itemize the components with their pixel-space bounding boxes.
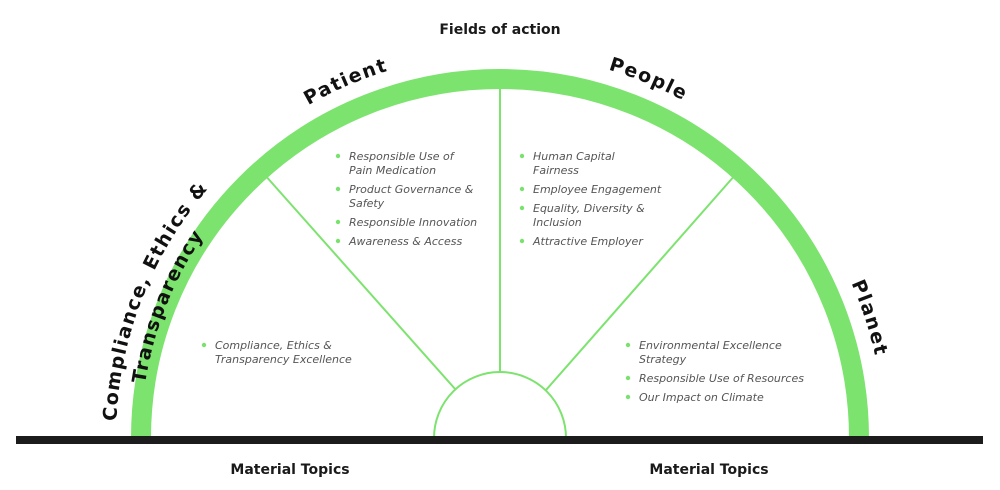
topic-text: Attractive Employer [532,235,644,248]
topic-item: Our Impact on Climate [625,391,764,404]
bullet-dot [335,153,341,159]
topic-text: Our Impact on Climate [639,391,764,404]
topic-text: Responsible Innovation [349,216,477,229]
topic-text: Responsible Use of [349,150,456,163]
outer-arc [131,69,869,439]
topic-text: Inclusion [533,216,582,229]
bullet-dot [201,342,207,348]
topic-item: Employee Engagement [519,183,662,196]
divider-lines [263,84,737,391]
diagram-title: Fields of action [439,22,560,38]
bullet-dot [625,394,631,400]
topic-text: Strategy [639,353,687,366]
topic-text: Fairness [533,164,579,177]
topic-text: Employee Engagement [533,183,662,196]
bullet-dot [625,342,631,348]
bullet-dot [335,219,341,225]
topic-text: Transparency Excellence [215,353,352,366]
divider-line-right [545,173,737,391]
topic-text: Safety [349,197,385,210]
divider-line-left [263,173,457,391]
topic-text: Responsible Use of Resources [639,372,804,385]
topic-text: Product Governance & [349,183,474,196]
bullet-dot [519,205,525,211]
topic-text: Environmental Excellence [639,339,782,352]
bullet-dot [519,186,525,192]
bullet-dot [335,186,341,192]
topic-text: Pain Medication [349,164,436,177]
bullet-dot [625,375,631,381]
baseline-bar [16,436,983,444]
topic-text: Compliance, Ethics & [215,339,332,352]
topic-text: Equality, Diversity & [533,202,645,215]
material-topics-label-left: Material Topics [230,462,349,478]
topic-item: Product Governance &Safety [335,183,474,210]
bullet-dot [519,238,525,244]
topic-item: Responsible Use of Resources [625,372,804,385]
inner-semicircle [433,371,567,439]
topic-item: Awareness & Access [335,235,462,248]
material-topics-label-right: Material Topics [649,462,768,478]
topic-item: Responsible Innovation [335,216,477,229]
topic-text: Awareness & Access [348,235,462,248]
bullet-dot [335,238,341,244]
topic-text: Human Capital [533,150,615,163]
material-topic-lists: Compliance, Ethics &Transparency Excelle… [201,150,804,404]
topic-item: Attractive Employer [519,235,644,248]
bullet-dot [519,153,525,159]
semicircle-arc-group [131,69,869,439]
topic-item: Compliance, Ethics &Transparency Excelle… [201,339,352,366]
topic-item: Equality, Diversity &Inclusion [519,202,645,229]
